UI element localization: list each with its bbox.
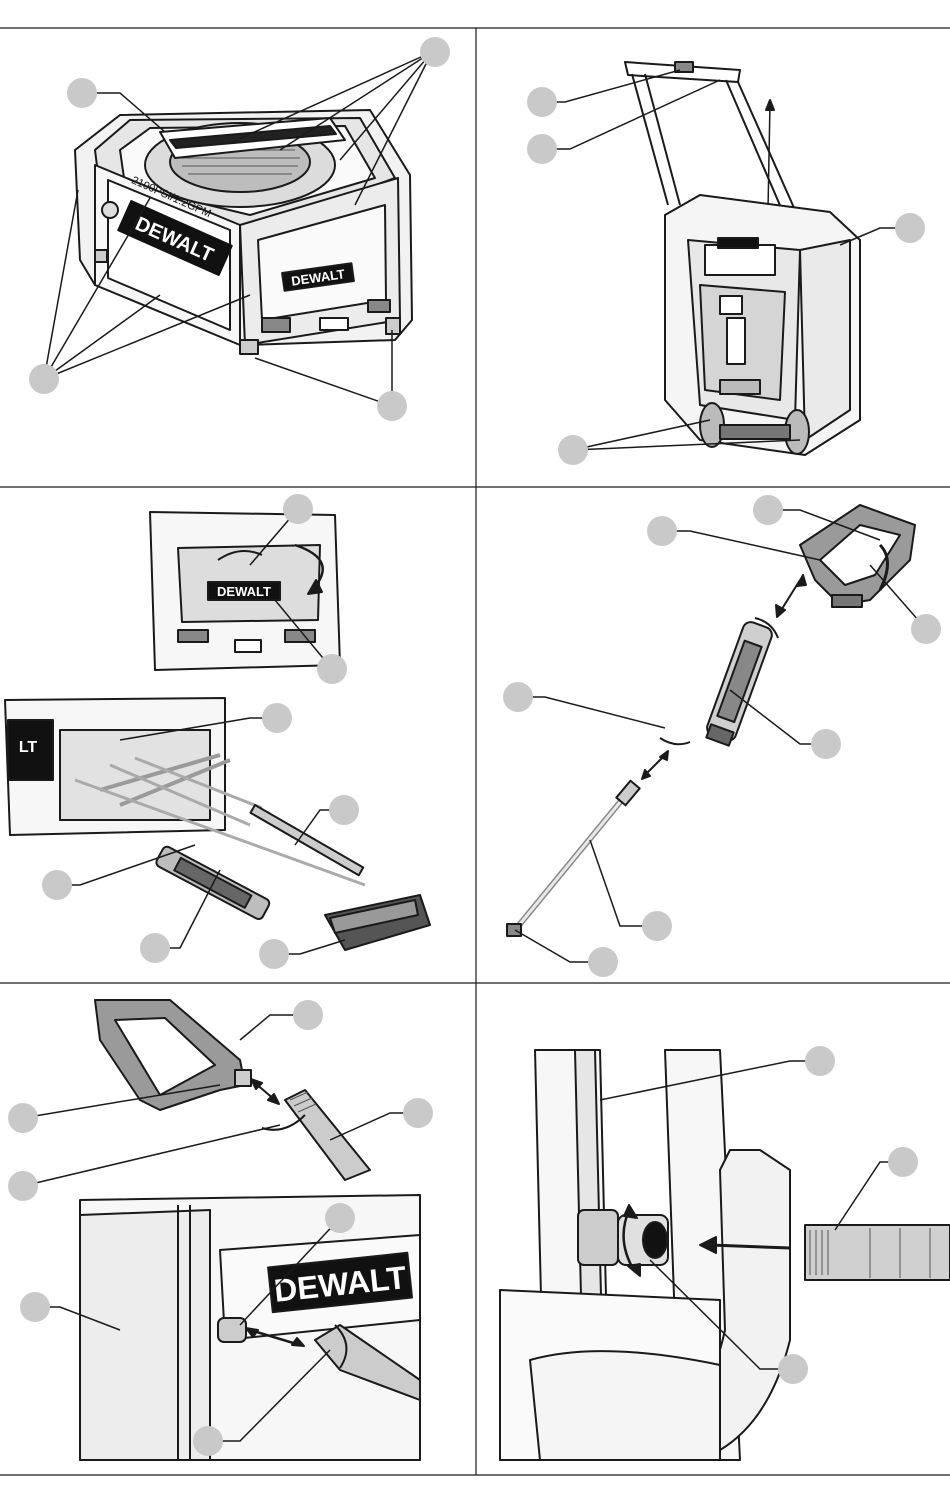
figure-unit-overview: DEWALT 2100PSI/1.2GPM DEWALT (75, 110, 412, 354)
callout-marker (527, 134, 557, 164)
callout-marker (403, 1098, 433, 1128)
callout-marker (20, 1292, 50, 1322)
callout-marker (293, 1000, 323, 1030)
callout-marker (259, 939, 289, 969)
figure-gun-assembly (507, 505, 915, 936)
callout-marker (377, 391, 407, 421)
callout-marker (193, 1426, 223, 1456)
callout-marker (753, 495, 783, 525)
figure-hose-connection: DEWALT (80, 1000, 420, 1460)
water-inlet (578, 1210, 618, 1265)
callout-marker (778, 1354, 808, 1384)
callout-marker (67, 78, 97, 108)
pump-outlet (218, 1318, 246, 1342)
callout-marker (8, 1171, 38, 1201)
callout-marker (888, 1147, 918, 1177)
callout-marker (420, 37, 450, 67)
callout-marker (42, 870, 72, 900)
callout-marker (329, 795, 359, 825)
callout-marker (317, 654, 347, 684)
figure-trolley (625, 62, 860, 455)
callout-marker (805, 1046, 835, 1076)
garden-hose (805, 1225, 950, 1280)
callout-marker (647, 516, 677, 546)
callout-marker (262, 703, 292, 733)
callout-marker (911, 614, 941, 644)
callout-marker (895, 213, 925, 243)
brand-badge-c: DEWALT (217, 584, 271, 599)
callout-marker (588, 947, 618, 977)
svg-text:LT: LT (19, 739, 38, 756)
callout-marker (503, 682, 533, 712)
callout-marker (527, 87, 557, 117)
callout-marker (642, 911, 672, 941)
callout-marker (8, 1103, 38, 1133)
callout-marker (325, 1203, 355, 1233)
callout-marker (283, 494, 313, 524)
callout-marker (140, 933, 170, 963)
callout-marker (29, 364, 59, 394)
hose-end-e (285, 1090, 370, 1180)
callout-marker (811, 729, 841, 759)
callout-marker (558, 435, 588, 465)
figure-water-inlet (500, 1050, 950, 1460)
